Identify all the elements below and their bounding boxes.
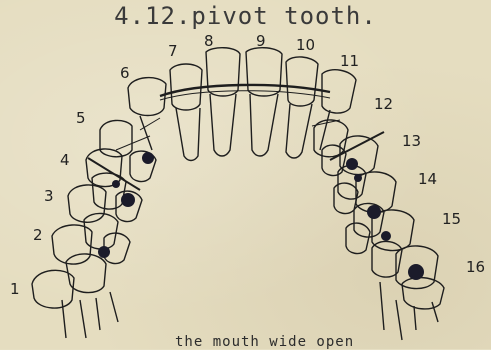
tooth-7-root (176, 108, 200, 161)
tooth-10-root (286, 104, 312, 158)
tooth-10 (286, 57, 318, 106)
tooth-2 (52, 225, 92, 264)
inner-right-teeth (322, 145, 370, 253)
tooth-number-5: 5 (76, 111, 86, 126)
tooth-number-4: 4 (60, 153, 70, 168)
tooth-number-3: 3 (44, 189, 54, 204)
tooth-number-2: 2 (33, 228, 43, 243)
tooth-1 (32, 270, 74, 308)
tooth-11-root (320, 110, 330, 150)
tooth-number-16: 16 (466, 260, 485, 275)
tooth-number-12: 12 (374, 97, 393, 112)
tooth-number-1: 1 (10, 282, 20, 297)
tooth-16-root (380, 282, 438, 340)
tooth-number-6: 6 (120, 66, 130, 81)
tooth-number-7: 7 (168, 44, 178, 59)
tooth-number-11: 11 (340, 54, 359, 69)
tooth-16c (402, 278, 444, 309)
tooth-9-root (250, 94, 278, 156)
tooth-number-8: 8 (204, 34, 214, 49)
tooth-8-root (210, 94, 236, 156)
caption: the mouth wide open (175, 334, 354, 350)
tooth-9 (246, 48, 282, 96)
pivot-marks (98, 152, 424, 280)
tooth-6-root (140, 116, 152, 150)
tooth-8 (206, 48, 240, 96)
tooth-number-9: 9 (256, 34, 266, 49)
tooth-number-15: 15 (442, 212, 461, 227)
tooth-number-14: 14 (418, 172, 437, 187)
tooth-12 (314, 120, 348, 157)
tooth-1-root (62, 292, 118, 338)
tooth-number-10: 10 (296, 38, 315, 53)
tooth-number-13: 13 (402, 134, 421, 149)
